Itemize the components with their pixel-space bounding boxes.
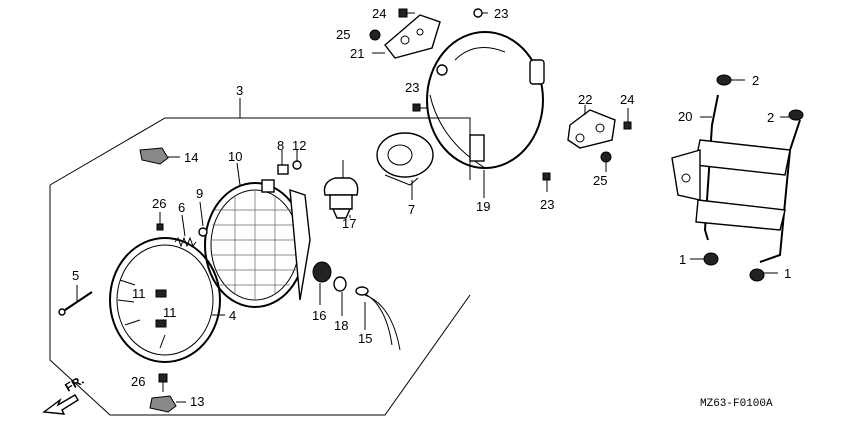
callout-1a: 1 [679, 252, 686, 267]
callout-3: 3 [236, 83, 243, 98]
callout-6: 6 [178, 200, 185, 215]
grommet-1-left [690, 252, 719, 266]
callout-7: 7 [408, 202, 415, 217]
callout-24b: 24 [620, 92, 634, 107]
clip-11-lower [155, 319, 167, 328]
position-bulb-18 [333, 276, 347, 316]
screw-26-upper [156, 212, 164, 231]
nut-8 [277, 164, 289, 175]
front-direction-arrow [42, 394, 79, 415]
callout-1b: 1 [784, 266, 791, 281]
callout-14: 14 [184, 150, 198, 165]
bolt-24-right [623, 108, 632, 130]
grommet-12 [292, 160, 302, 170]
callout-23a: 23 [494, 6, 508, 21]
grommet-1-right [749, 268, 778, 282]
callout-5: 5 [72, 268, 79, 283]
callout-24a: 24 [372, 6, 386, 21]
callout-25a: 25 [336, 27, 350, 42]
callout-20: 20 [678, 109, 692, 124]
bracket-13 [149, 395, 177, 413]
callout-17: 17 [342, 216, 356, 231]
headlight-lens-unit [204, 162, 311, 308]
bolt-24-upper [398, 8, 415, 18]
bolt-23-upper [473, 8, 488, 18]
callout-18: 18 [334, 318, 348, 333]
callout-15: 15 [358, 331, 372, 346]
callout-26b: 26 [131, 374, 145, 389]
callout-21: 21 [350, 46, 364, 61]
spring-and-washer [174, 201, 208, 248]
callout-25b: 25 [593, 173, 607, 188]
callout-4: 4 [229, 308, 236, 323]
diagram-code: MZ63-F0100A [700, 398, 773, 410]
headlight-bulb [323, 160, 359, 219]
grommet-2-upper [716, 74, 745, 86]
callout-2b: 2 [767, 110, 774, 125]
callout-23b: 23 [405, 80, 419, 95]
callout-labels: 3 5 4 11 11 26 26 13 14 6 9 10 8 12 17 1… [63, 6, 792, 410]
callout-8: 8 [277, 138, 284, 153]
socket-cover [376, 132, 434, 200]
grommet-2-right [780, 109, 804, 121]
callout-11a: 11 [132, 286, 146, 301]
callout-19: 19 [476, 199, 490, 214]
headlight-case [426, 31, 545, 198]
bolt-23-middle [412, 103, 428, 112]
callout-16: 16 [312, 308, 326, 323]
screw-26-lower [158, 373, 168, 392]
callout-26a: 26 [152, 196, 166, 211]
direction-label: FR. [63, 373, 87, 395]
mounting-stay-20 [671, 94, 801, 263]
callout-23c: 23 [540, 197, 554, 212]
bolt-23-lower [542, 172, 551, 192]
bolt-25-upper [369, 29, 381, 41]
wire-harness-15 [355, 286, 401, 351]
headlight-rim [109, 237, 225, 363]
callout-12: 12 [292, 138, 306, 153]
callout-9: 9 [196, 186, 203, 201]
bracket-14 [139, 147, 169, 165]
clip-11-upper [155, 289, 167, 298]
adjusting-screw [58, 285, 93, 316]
callout-22: 22 [578, 92, 592, 107]
callout-2a: 2 [752, 73, 759, 88]
callout-13: 13 [190, 394, 204, 409]
callout-11b: 11 [163, 305, 177, 320]
socket-16 [312, 261, 332, 305]
case-bracket-21 [372, 14, 441, 59]
side-bracket-22 [567, 105, 616, 149]
bolt-25-right [600, 151, 612, 172]
callout-10: 10 [228, 149, 242, 164]
